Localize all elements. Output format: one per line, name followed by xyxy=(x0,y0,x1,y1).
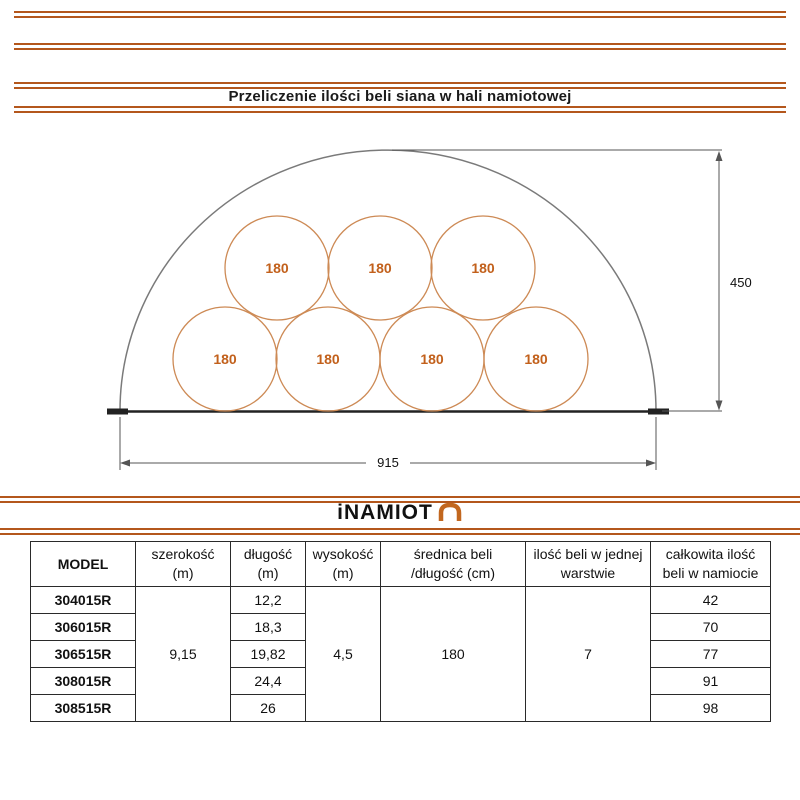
cell-dlugosc: 26 xyxy=(230,694,306,722)
divider-rule xyxy=(14,43,786,50)
cell-dlugosc: 18,3 xyxy=(230,613,306,641)
bale-label: 180 xyxy=(265,260,289,276)
col-header-szerokosc: szerokość (m) xyxy=(135,541,231,587)
bale-circle xyxy=(224,215,330,321)
bale-circle xyxy=(483,306,589,412)
col-header-srednica: średnica beli /długość (cm) xyxy=(380,541,526,587)
height-dimension xyxy=(392,149,723,412)
divider-rule xyxy=(14,82,786,89)
cell-srednica: 180 xyxy=(380,586,526,722)
bale-circle xyxy=(172,306,278,412)
table-row: 306015R 18,3 70 xyxy=(30,613,771,641)
table-row: 304015R 9,15 12,2 4,5 180 7 42 xyxy=(30,586,771,722)
col-header-model: MODEL xyxy=(30,541,136,587)
cell-model: 308015R xyxy=(30,667,136,695)
bale-label: 180 xyxy=(316,351,340,367)
cell-model: 306015R xyxy=(30,613,136,641)
divider-rule xyxy=(14,11,786,18)
divider-rule xyxy=(0,496,800,503)
tent-logo-icon xyxy=(438,502,462,521)
cell-total: 70 xyxy=(650,613,771,641)
bale-labels: 180 180 180 180 180 180 180 xyxy=(213,260,548,367)
spec-table: MODEL szerokość (m) długość (m) wysokość… xyxy=(30,541,771,722)
cell-dlugosc: 24,4 xyxy=(230,667,306,695)
divider-rule xyxy=(0,528,800,535)
table-row: 308015R 24,4 91 xyxy=(30,667,771,695)
bale-label: 180 xyxy=(368,260,392,276)
cell-total: 91 xyxy=(650,667,771,695)
col-header-dlugosc: długość (m) xyxy=(230,541,306,587)
cell-total: 77 xyxy=(650,640,771,668)
col-header-wysokosc: wysokość (m) xyxy=(305,541,381,587)
col-header-ilosc-warstwa: ilość beli w jednej warstwie xyxy=(525,541,651,587)
cell-szerokosc: 9,15 xyxy=(135,586,231,722)
table-row: 308515R 26 98 xyxy=(30,694,771,722)
cell-total: 98 xyxy=(650,694,771,722)
dim-label-mask xyxy=(366,453,410,472)
bale-circle xyxy=(327,215,433,321)
bale-label: 180 xyxy=(213,351,237,367)
bale-label: 180 xyxy=(420,351,444,367)
tent-arch xyxy=(119,149,657,412)
cell-model: 304015R xyxy=(30,586,136,614)
cell-wysokosc: 4,5 xyxy=(305,586,381,722)
arrow-left-icon xyxy=(120,459,130,467)
table-row: 306515R 19,82 77 xyxy=(30,640,771,668)
divider-rule xyxy=(14,106,786,113)
bale-circle xyxy=(430,215,536,321)
cell-ilosc-warstwa: 7 xyxy=(525,586,651,722)
cell-total: 42 xyxy=(650,586,771,614)
table-header-row: MODEL szerokość (m) długość (m) wysokość… xyxy=(30,541,771,587)
page-title: Przeliczenie ilości beli siana w hali na… xyxy=(228,88,572,105)
arrow-right-icon xyxy=(646,459,656,467)
bale-label: 180 xyxy=(471,260,495,276)
brand-logo-text: iNAMIOT xyxy=(337,501,433,524)
cell-model: 306515R xyxy=(30,640,136,668)
tent-cross-section-diagram: 180 180 180 180 180 180 180 450 915 xyxy=(107,149,752,472)
bale-label: 180 xyxy=(524,351,548,367)
cell-dlugosc: 12,2 xyxy=(230,586,306,614)
height-dim-label: 450 xyxy=(730,275,752,290)
col-header-calkowita: całkowita ilość beli w namiocie xyxy=(650,541,771,587)
arrow-down-icon xyxy=(715,400,723,411)
brand-logo: iNAMIOT xyxy=(0,501,800,525)
arrow-up-icon xyxy=(715,151,723,161)
width-dim-label: 915 xyxy=(377,455,399,470)
cell-model: 308515R xyxy=(30,694,136,722)
bale-circles xyxy=(172,215,589,412)
cell-dlugosc: 19,82 xyxy=(230,640,306,668)
